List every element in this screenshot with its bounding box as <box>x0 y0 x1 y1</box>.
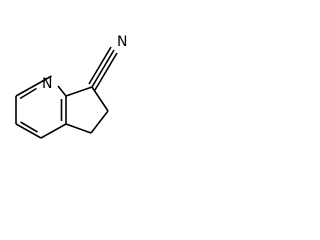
bond-c5-c6 <box>90 110 109 134</box>
bond-c4-c4a <box>15 123 42 139</box>
bond-c2-c3 <box>15 81 42 97</box>
bond-c7a-n <box>57 85 67 97</box>
bond-c7-cn-2 <box>88 46 112 85</box>
canvas-background <box>0 0 144 162</box>
bond-c7-cn-3 <box>94 52 118 91</box>
bond-n-c2 <box>40 75 52 83</box>
bond-c4a-c5ring <box>40 123 67 139</box>
bond-c6-c7 <box>91 86 109 112</box>
atom-label-nitrile-nitrogen: N <box>117 34 127 50</box>
atom-label-ring-nitrogen: N <box>42 76 52 92</box>
bond-c2-c3-inner <box>19 87 37 100</box>
bond-c7-cn-1 <box>91 49 115 88</box>
bond-c4a-c5 <box>65 123 92 134</box>
bond-c4-c4a-inner <box>20 121 38 133</box>
cyclopenta-pyridine-carbonitrile-structure: N N <box>0 0 144 162</box>
bond-c7-c7a <box>65 86 93 97</box>
